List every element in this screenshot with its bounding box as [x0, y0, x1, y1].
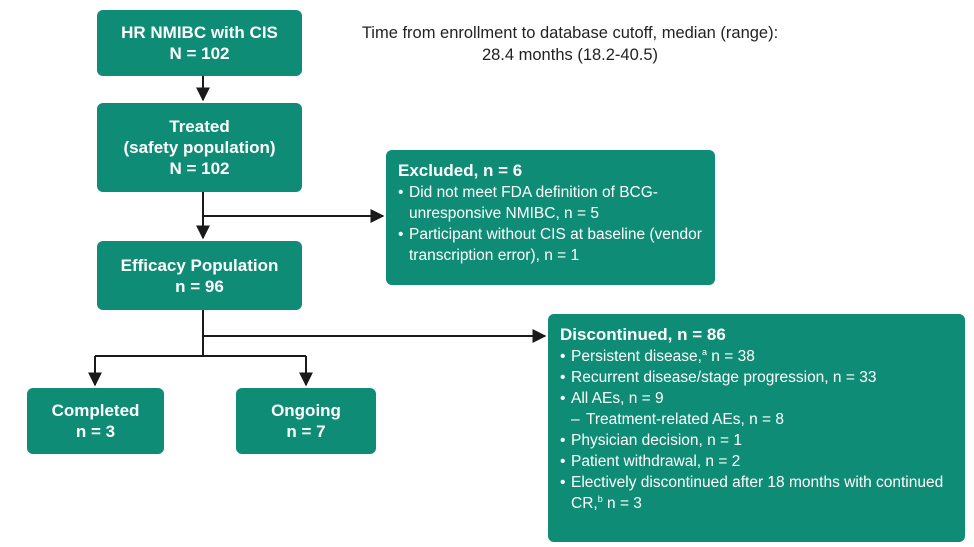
ongoing-box: Ongoing n = 7 [236, 388, 376, 454]
treated-sublabel: (safety population) [123, 138, 276, 157]
timing-line1: Time from enrollment to database cutoff,… [361, 24, 779, 42]
treated-label: Treated [169, 117, 230, 136]
footnote-a: a [701, 347, 707, 357]
completed-label: Completed [51, 401, 140, 420]
treated-box: Treated (safety population) N = 102 [97, 103, 302, 192]
completed-box: Completed n = 3 [27, 388, 164, 454]
discontinued-item-all-aes: All AEs, n = 9 [560, 388, 953, 409]
discontinued-item-withdrawal: Patient withdrawal, n = 2 [560, 451, 953, 472]
ongoing-count: n = 7 [286, 422, 326, 441]
discontinued-heading: Discontinued, n = 86 [560, 325, 726, 344]
discontinued-item-recurrent: Recurrent disease/stage progression, n =… [560, 367, 953, 388]
efficacy-box: Efficacy Population n = 96 [97, 241, 302, 310]
enrolled-label: HR NMIBC with CIS [121, 23, 278, 42]
efficacy-count: n = 96 [175, 276, 224, 296]
timing-line2: 28.4 months (18.2-40.5) [481, 46, 659, 64]
treated-count: N = 102 [169, 159, 230, 178]
efficacy-label: Efficacy Population [120, 255, 279, 275]
elective-text: Electively discontinued after 18 months … [571, 474, 944, 512]
excluded-box: Excluded, n = 6 Did not meet FDA definit… [386, 150, 715, 285]
completed-count: n = 3 [75, 422, 116, 441]
discontinued-subitem-treatment-aes: Treatment-related AEs, n = 8 [560, 409, 953, 430]
ongoing-label: Ongoing [271, 401, 341, 420]
discontinued-list: Persistent disease,a n = 38 Recurrent di… [560, 346, 953, 514]
excluded-heading: Excluded, n = 6 [398, 161, 523, 180]
discontinued-item-physician: Physician decision, n = 1 [560, 430, 953, 451]
discontinued-item-elective: Electively discontinued after 18 months … [560, 472, 953, 514]
excluded-item: Participant without CIS at baseline (ven… [398, 224, 703, 266]
elective-count: n = 3 [602, 495, 642, 512]
excluded-list: Did not meet FDA definition of BCG-unres… [398, 182, 703, 266]
enrolled-count: N = 102 [169, 44, 230, 63]
timing-note: Time from enrollment to database cutoff,… [300, 22, 840, 66]
excluded-item: Did not meet FDA definition of BCG-unres… [398, 182, 703, 224]
discontinued-item-persistent: Persistent disease,a n = 38 [560, 346, 953, 367]
footnote-b: b [597, 494, 603, 504]
discontinued-box: Discontinued, n = 86 Persistent disease,… [548, 314, 965, 542]
persistent-text: Persistent disease, [571, 348, 702, 365]
persistent-count: n = 38 [706, 348, 755, 365]
enrolled-box: HR NMIBC with CIS N = 102 [97, 10, 302, 76]
